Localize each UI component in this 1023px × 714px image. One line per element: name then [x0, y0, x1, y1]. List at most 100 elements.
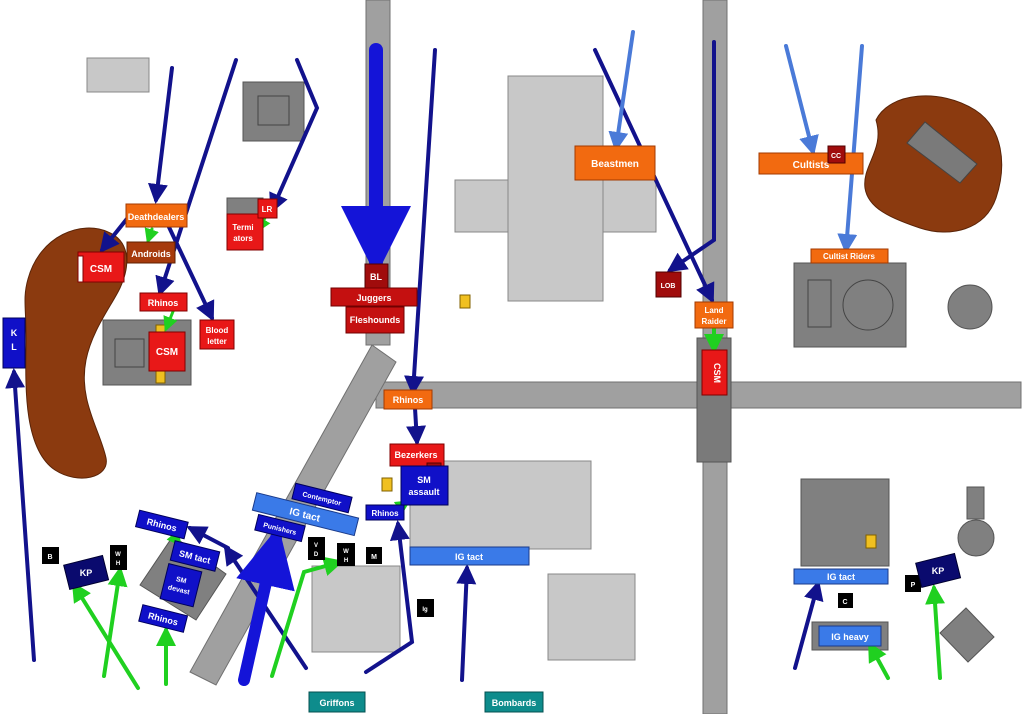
unit-terminators[interactable]: Termi ators [226, 213, 264, 251]
unit-ig-tact-right[interactable]: IG tact [793, 568, 889, 585]
unit-label: IG heavy [831, 632, 869, 642]
unit-rhinos-mid[interactable]: Rhinos [365, 504, 405, 521]
unit-c[interactable]: C [838, 593, 853, 608]
unit-label: P [911, 582, 916, 589]
unit-label: SM [175, 576, 187, 585]
unit-wh-mid[interactable]: W H [337, 543, 355, 566]
unit-csm-middle[interactable]: CSM [148, 331, 186, 372]
arrow-rhinos-top-turn [186, 526, 230, 550]
unit-rhinos-top[interactable]: Rhinos [134, 509, 189, 540]
unit-p[interactable]: P [905, 575, 921, 592]
unit-label: L [11, 342, 17, 352]
unit-rhinos-bottom[interactable]: Rhinos [138, 604, 189, 633]
arrow-green-androids [144, 227, 159, 244]
unit-label: CSM [90, 264, 112, 275]
unit-label: KP [932, 566, 945, 576]
arrow-rhinos-center [404, 48, 437, 396]
unit-cc[interactable]: CC [827, 145, 846, 164]
unit-csm-vertical[interactable]: CSM [701, 349, 728, 396]
unit-beastmen[interactable]: Beastmen [574, 145, 656, 181]
unit-label: Griffons [320, 698, 355, 708]
unit-label: KP [80, 568, 93, 578]
arrow-ig-tact-right [793, 580, 824, 670]
unit-lob[interactable]: LOB [655, 271, 682, 298]
unit-fleshounds[interactable]: Fleshounds [345, 306, 405, 334]
unit-label: Bombards [492, 698, 537, 708]
unit-contemptor[interactable]: Contemptor [291, 482, 353, 514]
building-big-left-wing [454, 179, 509, 233]
unit-label: Beastmen [591, 159, 639, 170]
unit-bombards[interactable]: Bombards [484, 691, 544, 713]
building-tower-round [957, 519, 995, 557]
unit-bl[interactable]: BL [364, 263, 389, 290]
unit-kp-right[interactable]: KP [915, 552, 962, 589]
unit-label: IG tact [827, 572, 855, 582]
unit-label: Androids [131, 249, 171, 259]
building-tower-stem [966, 486, 985, 520]
unit-label: Ig [422, 607, 428, 613]
building-small-round-right [947, 284, 993, 330]
unit-sm-devast[interactable]: SM devast [159, 563, 203, 608]
arrow-cultist-riders [837, 44, 864, 254]
unit-land-raider[interactable]: Land Raider [694, 301, 734, 329]
unit-label: W [343, 549, 349, 555]
unit-label: SM [417, 475, 431, 485]
unit-ig[interactable]: Ig [417, 599, 434, 617]
unit-label: CSM [712, 363, 722, 383]
unit-m[interactable]: M [366, 547, 382, 564]
unit-androids[interactable]: Androids [126, 241, 176, 264]
unit-label: BL [370, 272, 382, 282]
unit-cultists[interactable]: Cultists [758, 152, 864, 175]
unit-sm-assault[interactable]: SM assault [400, 465, 449, 506]
unit-label: D [314, 552, 319, 558]
unit-deathdealers[interactable]: Deathdealers [125, 203, 188, 228]
unit-sm-tact[interactable]: SM tact [169, 540, 221, 572]
unit-punishers[interactable]: Punishers [254, 513, 306, 543]
building-big-center [507, 75, 604, 302]
unit-label: letter [207, 337, 227, 346]
unit-label: B [47, 554, 52, 561]
unit-label: W [115, 552, 121, 558]
unit-label: Raider [702, 317, 727, 326]
unit-cultist-riders[interactable]: Cultist Riders [810, 248, 889, 264]
unit-juggers[interactable]: Juggers [330, 287, 418, 307]
arrow-green-mid [270, 556, 344, 678]
unit-csm-left[interactable]: CSM [77, 251, 125, 283]
building-bottom-right [547, 573, 636, 661]
unit-rhinos-left[interactable]: Rhinos [139, 292, 188, 312]
building-tilted-bottom-right [939, 607, 995, 663]
unit-label: Deathdealers [128, 212, 185, 222]
unit-ig-tact-diag[interactable]: IG tact [251, 492, 360, 537]
unit-label: LOB [661, 283, 676, 290]
unit-b[interactable]: B [42, 547, 59, 564]
unit-label: LR [262, 205, 273, 214]
unit-label: V [314, 543, 318, 549]
unit-blood-letter[interactable]: Blood letter [199, 319, 235, 350]
building-big-right-wing [602, 179, 657, 233]
unit-wh-left[interactable]: W H [110, 545, 127, 570]
unit-kp-left[interactable]: KP [63, 554, 110, 591]
arrow-blood-letter [166, 223, 215, 322]
unit-lr[interactable]: LR [257, 198, 278, 219]
unit-label: CC [831, 153, 841, 160]
unit-label: Cultists [793, 160, 830, 171]
objective-marker [155, 369, 166, 384]
building-bottom-left [311, 565, 401, 653]
arrow-green-kp [71, 581, 140, 690]
objective-marker [865, 534, 877, 549]
unit-ig-heavy[interactable]: IG heavy [818, 625, 882, 647]
chaos-units: Deathdealers Androids CSM Rhinos CSM Blo… [77, 145, 889, 479]
unit-ig-tact-mid[interactable]: IG tact [409, 546, 530, 566]
unit-label: K [11, 328, 18, 338]
arrow-deathdealers [147, 66, 174, 204]
unit-label: Rhinos [148, 298, 179, 308]
unit-vd[interactable]: V D [308, 537, 325, 560]
unit-label: Cultist Riders [823, 252, 876, 261]
unit-griffons[interactable]: Griffons [308, 691, 366, 713]
arrow-green-kp-right [925, 584, 946, 680]
arrow-beastmen [608, 30, 635, 152]
unit-kl[interactable]: K L [2, 317, 26, 369]
unit-rhinos-center[interactable]: Rhinos [383, 389, 433, 410]
arrow-kl [5, 368, 36, 662]
